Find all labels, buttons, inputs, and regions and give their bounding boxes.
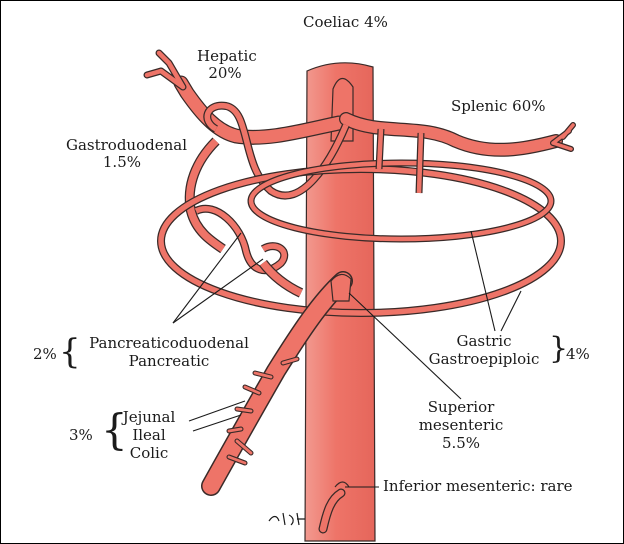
label-ileal: Ileal (115, 427, 183, 444)
label-gastric: Gastric (419, 333, 549, 350)
label-colic: Colic (115, 445, 183, 462)
label-hepatic: Hepatic (197, 48, 253, 65)
label-gastroduodenal: Gastroduodenal (41, 137, 187, 154)
label-inferior-mesenteric: Inferior mesenteric: rare (383, 478, 573, 495)
label-superior-pct: 5.5% (411, 435, 511, 452)
label-pancreatic-pct: 2% (33, 346, 57, 363)
label-hepatic-pct: 20% (197, 65, 253, 82)
label-gastroepiploic: Gastroepiploic (419, 351, 549, 368)
label-gastric-pct: 4% (566, 346, 590, 363)
label-coeliac: Coeliac 4% (303, 14, 388, 31)
label-jejunal: Jejunal (115, 409, 183, 426)
label-superior: Superior (411, 399, 511, 416)
label-splenic: Splenic 60% (451, 98, 546, 115)
artist-signature (269, 513, 305, 525)
label-intestinal-pct: 3% (69, 427, 93, 444)
label-pancreatic: Pancreatic (71, 353, 267, 370)
label-pancreaticoduodenal: Pancreaticoduodenal (71, 335, 267, 352)
sma-origin (331, 274, 351, 301)
label-gastroduodenal-pct: 1.5% (41, 154, 141, 171)
label-mesenteric: mesenteric (411, 417, 511, 434)
